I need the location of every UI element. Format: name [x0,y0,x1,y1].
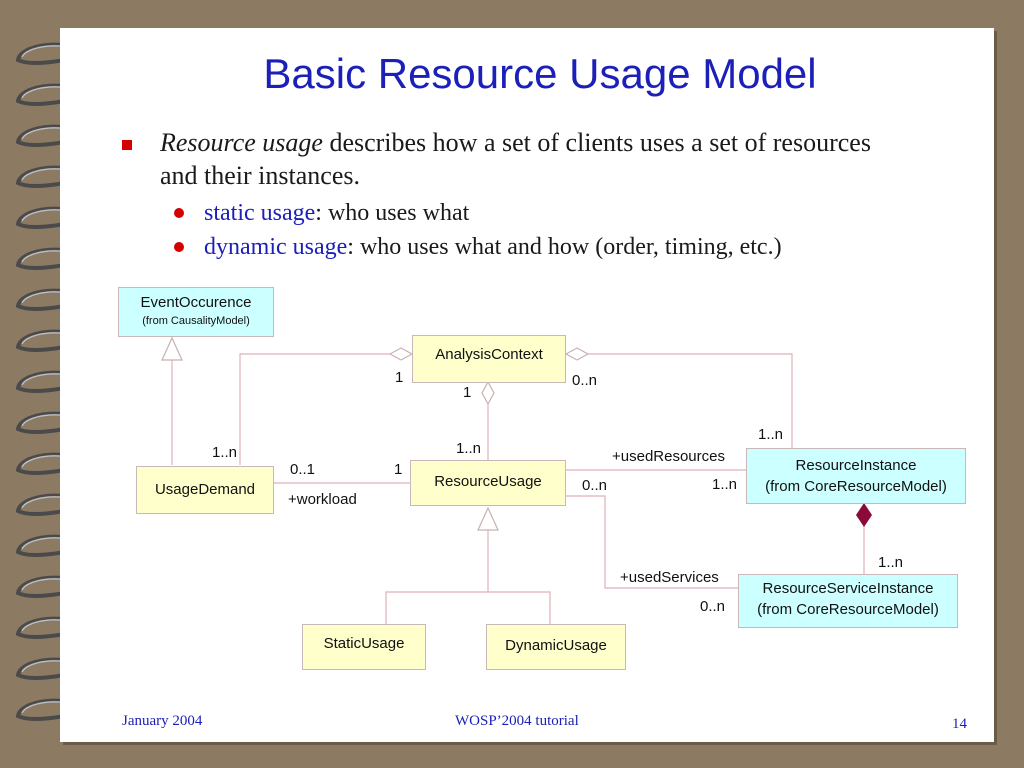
static-usage-text: : who uses what [315,200,470,226]
static-usage-term: static usage [204,200,316,226]
class-resource-instance[interactable]: ResourceInstance (from CoreResourceModel… [746,448,966,504]
class-name: AnalysisContext [435,346,543,363]
class-name: ResourceServiceInstance [762,580,934,597]
dynamic-usage-text: : who uses what and how (order, timing, … [347,234,782,260]
footer-date: January 2004 [122,713,203,729]
class-name: UsageDemand [154,481,256,498]
multiplicity-label: 1 [394,461,403,478]
multiplicity-label: 1..n [758,426,784,443]
multiplicity-label: 1..n [456,440,482,457]
class-name: EventOccurence [140,294,252,311]
multiplicity-label: 0..1 [290,461,316,478]
class-dynamic-usage[interactable]: DynamicUsage [486,624,626,670]
role-label: +workload [288,491,357,508]
aggregation-line [239,353,390,465]
class-name: StaticUsage [323,635,405,652]
multiplicity-label: 0..n [700,598,726,615]
generalization-arrow [477,506,499,531]
class-package: (from CoreResourceModel) [757,601,939,618]
multiplicity-label: 1 [395,369,404,386]
slide-number: 14 [952,716,967,732]
multiplicity-label: 1..n [212,444,238,461]
generalization-line [385,591,551,624]
dynamic-usage-term: dynamic usage [204,234,348,260]
generalization-arrow [161,336,183,361]
composition-diamond [856,503,872,527]
aggregation-line [588,353,793,448]
bullet-term: Resource usage [160,128,323,157]
multiplicity-label: 0..n [572,372,598,389]
footer-event: WOSP’2004 tutorial [455,713,579,729]
class-resource-usage[interactable]: ResourceUsage [410,460,566,506]
class-name: DynamicUsage [505,637,607,654]
class-resource-service-instance[interactable]: ResourceServiceInstance (from CoreResour… [738,574,958,628]
multiplicity-label: 1..n [712,476,738,493]
round-bullet-icon [174,242,184,252]
class-analysis-context[interactable]: AnalysisContext [412,335,566,383]
class-name: ResourceUsage [434,473,542,490]
class-usage-demand[interactable]: UsageDemand [136,466,274,514]
class-static-usage[interactable]: StaticUsage [302,624,426,670]
aggregation-diamond [564,347,590,361]
bullet-text: describes how a set of clients uses a se… [160,128,871,190]
association-line [566,495,738,589]
class-event-occurence[interactable]: EventOccurence (from CausalityModel) [118,287,274,337]
class-name: ResourceInstance [795,457,917,474]
multiplicity-label: 0..n [582,477,608,494]
slide-title: Basic Resource Usage Model [263,50,817,97]
class-package: (from CoreResourceModel) [765,478,947,495]
square-bullet-icon [122,140,132,150]
multiplicity-label: 1 [463,384,472,401]
aggregation-diamond [388,347,414,361]
role-label: +usedResources [612,448,725,465]
role-label: +usedServices [620,569,719,586]
class-package: (from CausalityModel) [142,315,250,327]
round-bullet-icon [174,208,184,218]
aggregation-diamond [481,380,495,406]
multiplicity-label: 1..n [878,554,904,571]
